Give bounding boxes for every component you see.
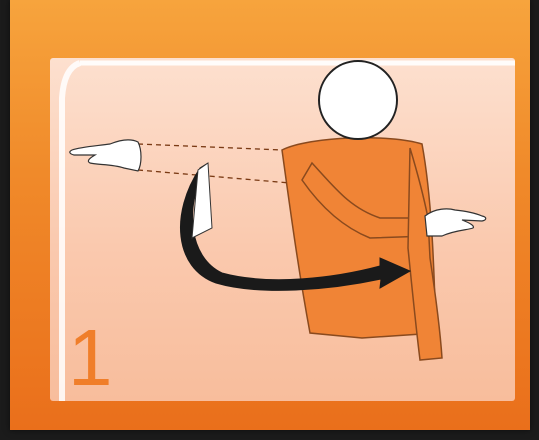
extended-hand-icon — [70, 140, 141, 171]
bent-arm-hand-icon — [425, 209, 486, 236]
instruction-frame: 1 — [10, 0, 530, 430]
extended-arm-outline — [138, 144, 290, 183]
head-icon — [319, 61, 397, 139]
exercise-illustration — [50, 58, 515, 401]
step-number: 1 — [68, 318, 113, 398]
instruction-card: 1 — [50, 58, 515, 401]
